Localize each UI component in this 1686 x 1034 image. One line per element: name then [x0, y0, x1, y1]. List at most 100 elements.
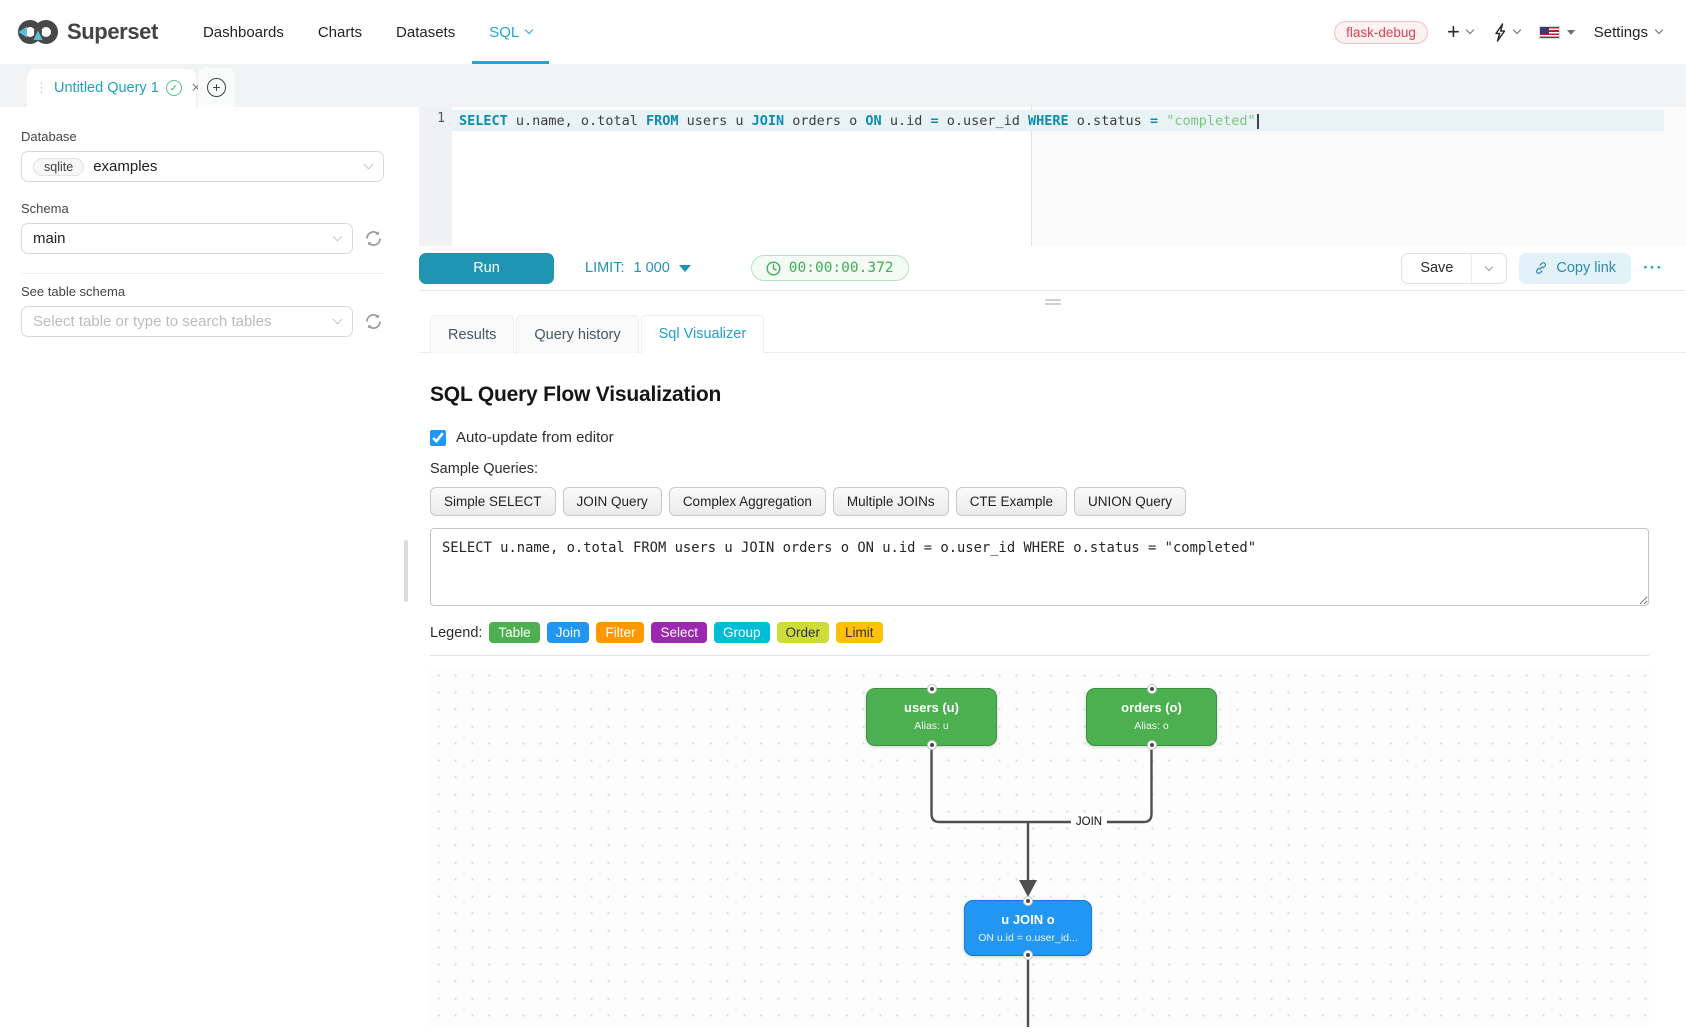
- nav-item-charts[interactable]: Charts: [301, 0, 379, 64]
- drag-handle-icon[interactable]: ⋮: [35, 80, 48, 95]
- sample-query-union-query[interactable]: UNION Query: [1073, 487, 1186, 516]
- node-handle-top[interactable]: [927, 685, 936, 693]
- superset-logo[interactable]: Superset: [16, 17, 158, 47]
- schema-label: Schema: [21, 201, 69, 216]
- refresh-tables-icon[interactable]: [363, 311, 384, 332]
- new-query-tab-button[interactable]: +: [198, 68, 235, 107]
- sql-code-line: SELECT u.name, o.total FROM users u JOIN…: [459, 111, 1259, 131]
- new-item-button[interactable]: +: [1446, 19, 1475, 44]
- chevron-down-icon: [525, 25, 534, 35]
- plus-icon: +: [1446, 19, 1460, 44]
- copy-link-label: Copy link: [1556, 260, 1617, 276]
- sql-token-plain: users u: [678, 113, 752, 129]
- sql-code-editor[interactable]: 1 SELECT u.name, o.total FROM users u JO…: [419, 107, 1686, 246]
- sql-token-plain: [1158, 113, 1166, 129]
- run-button[interactable]: Run: [419, 252, 554, 284]
- node-handle-bottom[interactable]: [927, 741, 936, 749]
- sample-query-complex-aggregation[interactable]: Complex Aggregation: [668, 487, 826, 516]
- sql-token-kw: FROM: [645, 113, 679, 129]
- sql-token-plain: orders o: [784, 113, 866, 129]
- nav-item-label: SQL: [489, 23, 520, 41]
- more-actions-button[interactable]: ···: [1643, 258, 1663, 277]
- legend-badge-filter: Filter: [596, 622, 645, 643]
- sql-token-kw: =: [1149, 113, 1159, 129]
- sidebar-resize-handle[interactable]: [404, 540, 408, 602]
- query-tab-strip: ⋮ Untitled Query 1 ✓ ✕ +: [0, 64, 1686, 107]
- table-select[interactable]: Select table or type to search tables: [21, 306, 353, 337]
- legend-badge-group: Group: [714, 622, 770, 643]
- limit-value: 1 000: [633, 260, 670, 276]
- sample-query-join-query[interactable]: JOIN Query: [562, 487, 662, 516]
- auto-update-label: Auto-update from editor: [456, 429, 614, 446]
- page-title: SQL Query Flow Visualization: [430, 383, 722, 406]
- sql-visualizer-panel: SQL Query Flow Visualization Auto-update…: [430, 353, 1649, 1034]
- node-title: orders (o): [1121, 700, 1182, 715]
- node-subtitle: Alias: u: [914, 720, 949, 732]
- line-number: 1: [437, 111, 445, 126]
- database-engine-tag: sqlite: [33, 157, 85, 176]
- chevron-down-icon: [1512, 25, 1522, 35]
- query-tab-title: Untitled Query 1: [54, 80, 159, 96]
- schema-select[interactable]: main: [21, 223, 353, 254]
- sample-queries-label: Sample Queries:: [430, 461, 538, 477]
- chevron-down-icon: [332, 314, 343, 325]
- node-handle-top[interactable]: [1024, 897, 1032, 905]
- language-picker[interactable]: [1538, 25, 1575, 39]
- clock-icon: [766, 260, 781, 276]
- sidebar-divider: [21, 273, 384, 274]
- plus-circle-icon: +: [207, 78, 226, 97]
- sql-token-plain: u.id: [881, 113, 931, 129]
- chevron-down-icon: [1465, 25, 1475, 35]
- editor-toolbar: Run LIMIT: 1 000 00:00:00.372 Save: [419, 246, 1686, 291]
- environment-badge: flask-debug: [1334, 20, 1428, 44]
- database-select[interactable]: sqlite examples: [21, 151, 384, 182]
- query-search-button[interactable]: [1492, 22, 1522, 42]
- close-tab-icon[interactable]: ✕: [190, 80, 202, 95]
- nav-item-sql[interactable]: SQL: [472, 0, 550, 64]
- auto-update-checkbox[interactable]: [430, 429, 446, 446]
- tab-query-history[interactable]: Query history: [516, 315, 639, 353]
- node-handle-bottom[interactable]: [1024, 951, 1032, 959]
- nav-item-dashboards[interactable]: Dashboards: [186, 0, 301, 64]
- limit-dropdown[interactable]: LIMIT: 1 000: [585, 260, 691, 276]
- sample-query-multiple-joins[interactable]: Multiple JOINs: [832, 487, 949, 516]
- brand-name: Superset: [67, 19, 158, 44]
- nav-item-label: Dashboards: [202, 23, 284, 41]
- nav-item-datasets[interactable]: Datasets: [379, 0, 472, 64]
- copy-link-button[interactable]: Copy link: [1519, 252, 1632, 284]
- sample-query-simple-select[interactable]: Simple SELECT: [430, 487, 556, 516]
- sample-query-cte-example[interactable]: CTE Example: [955, 487, 1067, 516]
- save-button[interactable]: Save: [1420, 260, 1454, 276]
- node-handle-bottom[interactable]: [1147, 741, 1156, 749]
- caret-down-icon: [1566, 29, 1575, 35]
- link-icon: [1536, 262, 1547, 274]
- sql-token-kw: JOIN: [751, 113, 785, 129]
- query-tab-untitled[interactable]: ⋮ Untitled Query 1 ✓ ✕: [27, 69, 202, 107]
- sql-token-plain: u.name, o.total: [507, 113, 646, 129]
- settings-menu[interactable]: Settings: [1594, 24, 1664, 41]
- refresh-schemas-icon[interactable]: [363, 228, 384, 249]
- sql-token-kw: WHERE: [1028, 113, 1069, 129]
- active-line-highlight: [452, 110, 1664, 131]
- saved-check-icon: ✓: [165, 80, 182, 96]
- flow-node-users[interactable]: users (u) Alias: u: [866, 685, 997, 749]
- query-timer-badge: 00:00:00.372: [750, 255, 909, 281]
- node-title: users (u): [904, 700, 959, 715]
- query-input[interactable]: SELECT u.name, o.total FROM users u JOIN…: [430, 528, 1649, 606]
- legend-badge-select: Select: [651, 622, 707, 643]
- tab-sql-visualizer[interactable]: Sql Visualizer: [640, 315, 765, 353]
- sql-token-kw: ON: [865, 113, 882, 129]
- pane-resize-handle[interactable]: [1044, 299, 1061, 305]
- nav-item-label: Datasets: [396, 23, 456, 41]
- save-menu-button[interactable]: [1471, 253, 1506, 283]
- flow-node-orders[interactable]: orders (o)Alias: o: [1086, 685, 1217, 749]
- chevron-down-icon: [1654, 25, 1664, 35]
- node-handle-top[interactable]: [1147, 685, 1156, 693]
- tab-results[interactable]: Results: [430, 315, 515, 353]
